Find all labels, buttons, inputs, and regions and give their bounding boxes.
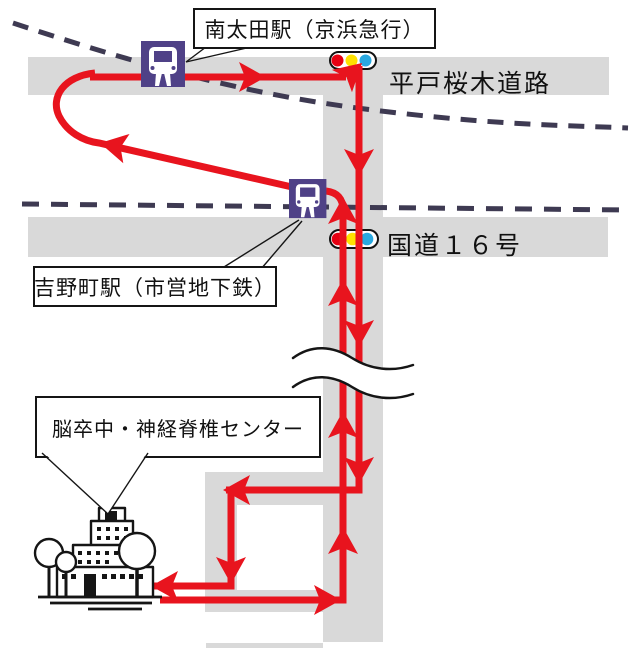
label-route16: 国道１６号 [387, 232, 523, 260]
label-yoshinocho-station: 吉野町駅（市営地下鉄） [33, 266, 277, 307]
road-main-vertical [323, 57, 383, 642]
label-minamiota-station: 南太田駅（京浜急行） [193, 8, 436, 49]
label-yoshinocho-station-text: 吉野町駅（市営地下鉄） [34, 276, 276, 300]
road-block-bottom [205, 590, 323, 612]
label-center: 脳卒中・神経脊椎センター [35, 396, 321, 458]
road-bottom-edge [206, 643, 323, 648]
label-minamiota-station-text: 南太田駅（京浜急行） [204, 18, 425, 42]
hospital-building-icon [33, 506, 162, 611]
callout-pointer-tail [41, 451, 149, 515]
label-center-text: 脳卒中・神経脊椎センター [52, 418, 304, 441]
label-hirado-sakuragi-road: 平戸桜木道路 [389, 70, 552, 98]
train-station-icon [289, 179, 327, 219]
